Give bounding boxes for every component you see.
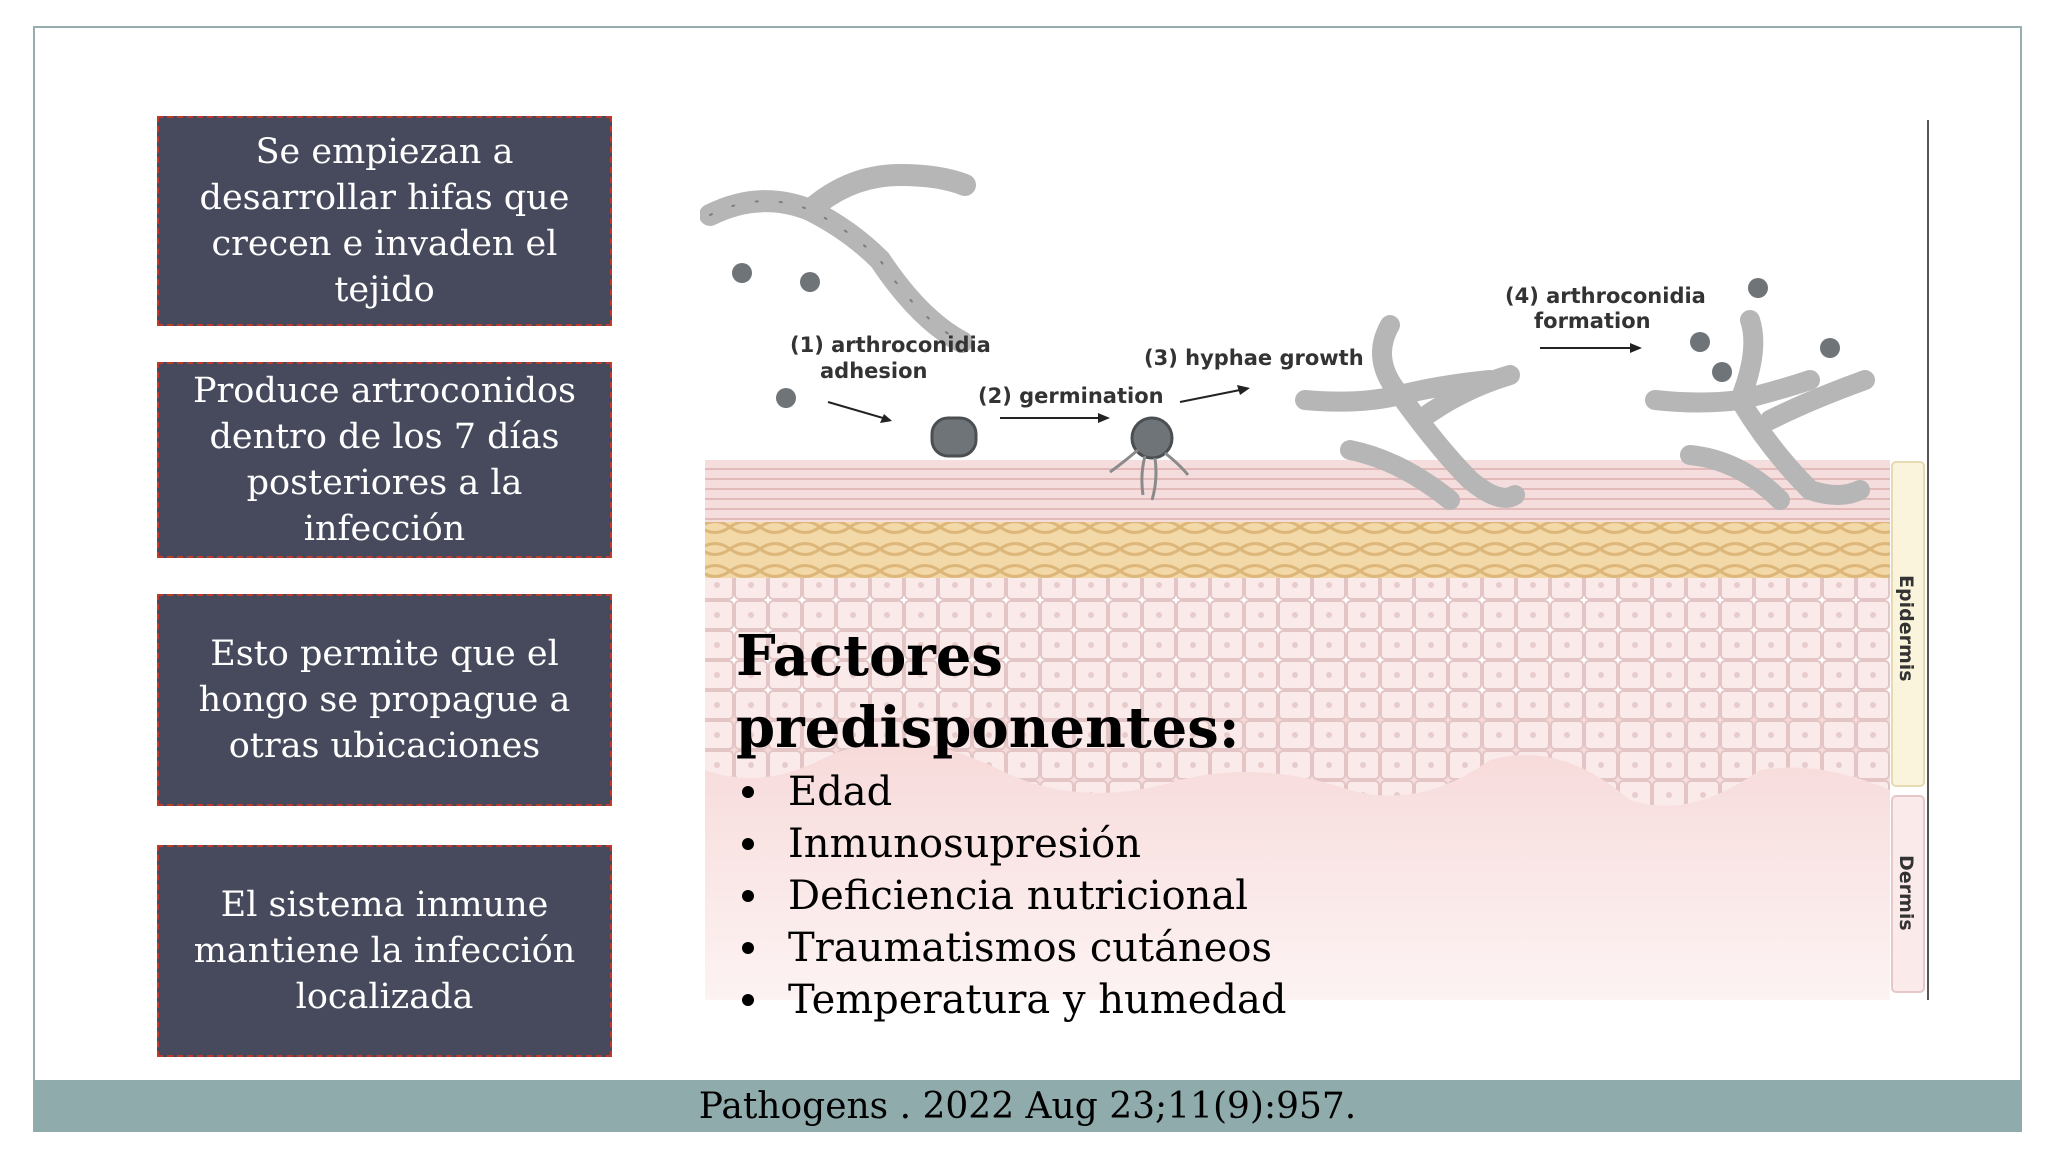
list-item-text: Edad [788, 769, 893, 815]
info-box-text: Produce artroconidos dentro de los 7 día… [192, 371, 577, 549]
citation: Pathogens . 2022 Aug 23;11(9):957. [698, 1085, 1357, 1127]
factors-list: Edad Inmunosupresión Deficiencia nutrici… [736, 766, 1286, 1026]
list-item: Inmunosupresión [736, 818, 1286, 870]
list-item-text: Inmunosupresión [788, 821, 1141, 867]
list-item-text: Deficiencia nutricional [788, 873, 1248, 919]
step1-label-line2: adhesion [820, 359, 927, 383]
factors-title-line1: Factores [736, 623, 1003, 689]
spore [732, 263, 752, 283]
step1-label-line1: (1) arthroconidia [790, 333, 991, 357]
spore [1820, 338, 1840, 358]
info-box-text: El sistema inmune mantiene la infección … [193, 885, 576, 1017]
step4-label-line2: formation [1534, 309, 1651, 333]
info-box-immune: El sistema inmune mantiene la infección … [157, 845, 612, 1057]
list-item-text: Traumatismos cutáneos [788, 925, 1272, 971]
adhered-spore [930, 416, 978, 458]
spore [1712, 362, 1732, 382]
skin-infection-illustration: Epidermis Dermis (1) arthroconidia adhes… [700, 120, 1929, 1000]
dermis-label: Dermis [1895, 855, 1917, 931]
stratum-corneum [705, 460, 1890, 522]
epidermis-label: Epidermis [1895, 575, 1917, 682]
list-item: Traumatismos cutáneos [736, 922, 1286, 974]
bullet-icon [742, 942, 754, 954]
epidermis-cell-layer [705, 525, 1890, 806]
list-item: Edad [736, 766, 1286, 818]
factors-title-line2: predisponentes: [736, 695, 1240, 761]
factors-section: Factores predisponentes: Edad Inmunosupr… [736, 620, 1286, 1026]
info-box-text: Se empiezan a desarrollar hifas que crec… [199, 132, 570, 310]
info-box-text: Esto permite que el hongo se propague a … [198, 634, 571, 766]
step2-label: (2) germination [978, 384, 1164, 408]
info-box-spread: Esto permite que el hongo se propague a … [157, 594, 612, 806]
spore [776, 388, 796, 408]
bullet-icon [742, 890, 754, 902]
bullet-icon [742, 838, 754, 850]
skin-infection-figure: Epidermis Dermis (1) arthroconidia adhes… [700, 120, 1930, 1010]
spore [800, 272, 820, 292]
granular-layer [705, 520, 1890, 578]
list-item: Deficiencia nutricional [736, 870, 1286, 922]
step3-label: (3) hyphae growth [1144, 346, 1364, 370]
list-item-text: Temperatura y humedad [788, 977, 1287, 1023]
spore [1690, 332, 1710, 352]
germinating-spore [1130, 416, 1174, 460]
info-box-arthroconidia: Produce artroconidos dentro de los 7 día… [157, 362, 612, 558]
info-box-hyphae: Se empiezan a desarrollar hifas que crec… [157, 116, 612, 326]
factors-title: Factores predisponentes: [736, 620, 1286, 764]
step4-label-line1: (4) arthroconidia [1505, 284, 1706, 308]
bullet-icon [742, 994, 754, 1006]
list-item: Temperatura y humedad [736, 974, 1286, 1026]
spore [1748, 278, 1768, 298]
bullet-icon [742, 786, 754, 798]
footer-bar: Pathogens . 2022 Aug 23;11(9):957. [33, 1080, 2022, 1132]
